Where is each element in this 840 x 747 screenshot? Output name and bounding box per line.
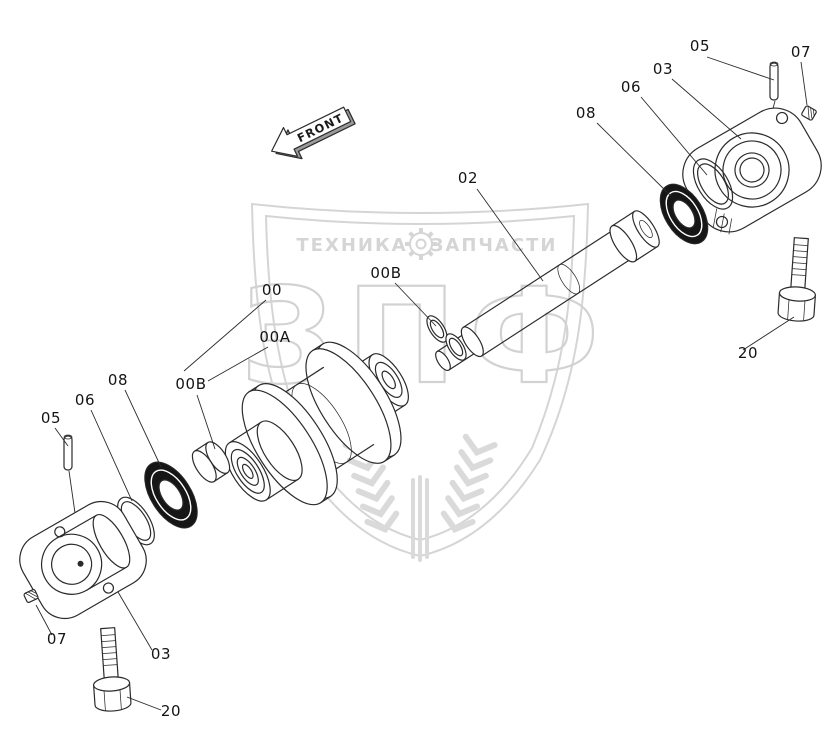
callout-02: 02 <box>458 169 478 187</box>
bracket-bl-lug-hole <box>54 526 66 538</box>
callout-labels: 05 07 03 06 08 02 00B 00 00A 00B 08 06 0… <box>41 37 811 720</box>
bracket-bl-lug-hole <box>102 582 115 594</box>
leader-lines <box>35 56 808 711</box>
leader-07-bottom-left <box>35 604 53 636</box>
callout-00A: 00A <box>259 328 290 346</box>
callout-00: 00 <box>262 281 282 299</box>
callout-00B-upper: 00B <box>370 264 401 282</box>
leader-20-bottom <box>126 696 162 711</box>
bracket-tr-hatch <box>712 208 733 235</box>
gear-icon <box>405 228 437 260</box>
track-roller-00 <box>224 341 409 506</box>
pin-05-bl-guide-line <box>68 470 76 514</box>
bolt-20-bottom <box>89 626 133 713</box>
callout-05-bottom-left: 05 <box>41 409 61 427</box>
leader-03-bottom-left <box>117 591 153 651</box>
callout-07-top-right: 07 <box>791 43 811 61</box>
leader-02 <box>476 188 544 282</box>
bracket-03-top-right <box>682 107 822 235</box>
leader-00 <box>183 299 267 372</box>
callout-06-top-right: 06 <box>621 78 641 96</box>
seal-ring-06-top-right <box>692 158 734 210</box>
callout-05-top-right: 05 <box>690 37 710 55</box>
callout-08-top-right: 08 <box>576 104 596 122</box>
leader-00B-upper <box>394 282 437 327</box>
bracket-03-bottom-left <box>19 500 147 620</box>
leader-03-top-right <box>671 78 742 140</box>
leader-05-bottom-left <box>54 427 69 447</box>
callout-07-bottom-left: 07 <box>47 630 67 648</box>
bracket-tr-lug-hole <box>715 215 729 229</box>
bolt-20-top-right <box>776 236 820 323</box>
watermark-big-text: ЗПФ <box>240 260 611 414</box>
leader-06-bottom-left <box>90 409 133 502</box>
bushing-00B-upper-a <box>426 315 448 343</box>
pin-05-bottom-left <box>63 434 76 514</box>
leader-00B-lower <box>196 394 216 450</box>
leader-08-top-right <box>596 122 672 197</box>
leader-08-bottom-left <box>124 389 162 468</box>
callout-20-bottom: 20 <box>161 702 181 720</box>
watermark-left-text: ТЕХНИКА <box>296 235 407 256</box>
screw-07-bottom-left <box>23 588 39 604</box>
leader-05-top-right <box>706 56 775 81</box>
wheat-center-icon <box>411 475 429 562</box>
front-arrow-body <box>271 106 352 157</box>
bushing-00B-lower <box>191 441 231 483</box>
bracket-tr-lug-hole <box>775 111 789 125</box>
collar-08-bottom-left <box>144 461 198 529</box>
screw-07-top-right <box>801 105 817 121</box>
callout-03-top-right: 03 <box>653 60 673 78</box>
callout-20-right: 20 <box>738 344 758 362</box>
leader-20-right <box>742 316 795 351</box>
callout-03-bottom-left: 03 <box>151 645 171 663</box>
front-arrow: FRONT <box>271 106 356 160</box>
callout-00B-lower: 00B <box>175 375 206 393</box>
leader-00A <box>207 346 269 382</box>
watermark-right-text: ЗАПЧАСТИ <box>431 235 558 256</box>
bushing-00B-upper-b <box>445 333 467 361</box>
collar-08-top-right <box>659 183 709 245</box>
wheat-right-icon <box>440 433 498 533</box>
leader-06-top-right <box>640 96 708 176</box>
leader-07-top-right <box>800 61 808 106</box>
callout-08-bottom-left: 08 <box>108 371 128 389</box>
watermark-shield: ТЕХНИКА ЗАПЧАСТИ ЗПФ <box>239 202 611 562</box>
callout-06-bottom-left: 06 <box>75 391 95 409</box>
